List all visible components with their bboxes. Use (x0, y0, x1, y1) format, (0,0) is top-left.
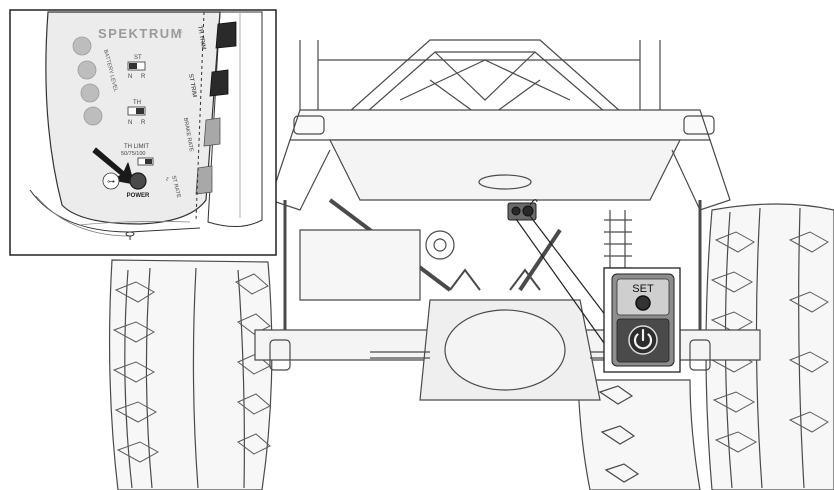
th-limit-switch[interactable] (137, 157, 154, 166)
transmitter-inset: SPEKTRUM ® BATTERY LEVEL ST N R TH (9, 9, 277, 256)
vehicle-illustration (108, 39, 834, 490)
bind-button[interactable]: ⊶ (102, 172, 120, 190)
transmitter-power-button[interactable] (129, 172, 147, 190)
th-trim-label: TH TRIM (196, 25, 206, 50)
power-icon (633, 328, 653, 350)
battery-led-1 (72, 36, 92, 56)
brand-trademark: ® (178, 29, 183, 36)
st-rate-knob[interactable] (195, 165, 213, 195)
left-tire (108, 259, 273, 490)
brake-rate-knob[interactable] (203, 117, 221, 147)
right-tire (705, 203, 834, 490)
set-button[interactable] (635, 295, 651, 311)
bind-symbol-icon: ⊶ (107, 177, 115, 186)
brake-rate-label: BRAKE RATE (182, 117, 194, 152)
st-switch-label: ST (134, 55, 142, 61)
suspension (283, 198, 702, 345)
power-button[interactable] (628, 325, 658, 355)
th-limit-label: TH LIMIT (124, 144, 149, 150)
th-limit-values: 50/75/100 (121, 151, 145, 157)
st-switch-r-label: R (141, 74, 146, 80)
battery-led-4 (83, 106, 103, 126)
st-switch-n-label: N (128, 74, 132, 80)
pointer-arrow (92, 147, 135, 185)
power-label: POWER (127, 193, 150, 199)
rear-tire (577, 379, 701, 490)
receiver-unit (507, 199, 538, 221)
chassis (269, 109, 731, 211)
st-reverse-switch[interactable] (127, 61, 146, 71)
st-rate-symbol: ∿ (163, 176, 170, 182)
st-trim-button[interactable] (209, 69, 229, 97)
th-reverse-switch[interactable] (127, 106, 146, 116)
th-switch-n-label: N (128, 120, 132, 126)
battery-led-3 (80, 83, 100, 103)
st-trim-label: ST TRIM (187, 73, 197, 97)
th-trim-button[interactable] (215, 21, 237, 49)
set-label: SET (632, 283, 654, 295)
receiver-callout: SET (603, 267, 681, 373)
st-rate-label: ST RATE (170, 175, 181, 199)
battery-led-2 (77, 60, 97, 80)
th-switch-label: TH (133, 100, 141, 106)
brand-logo: SPEKTRUM (98, 26, 183, 41)
battery-leds (72, 36, 103, 126)
th-switch-r-label: R (141, 120, 146, 126)
